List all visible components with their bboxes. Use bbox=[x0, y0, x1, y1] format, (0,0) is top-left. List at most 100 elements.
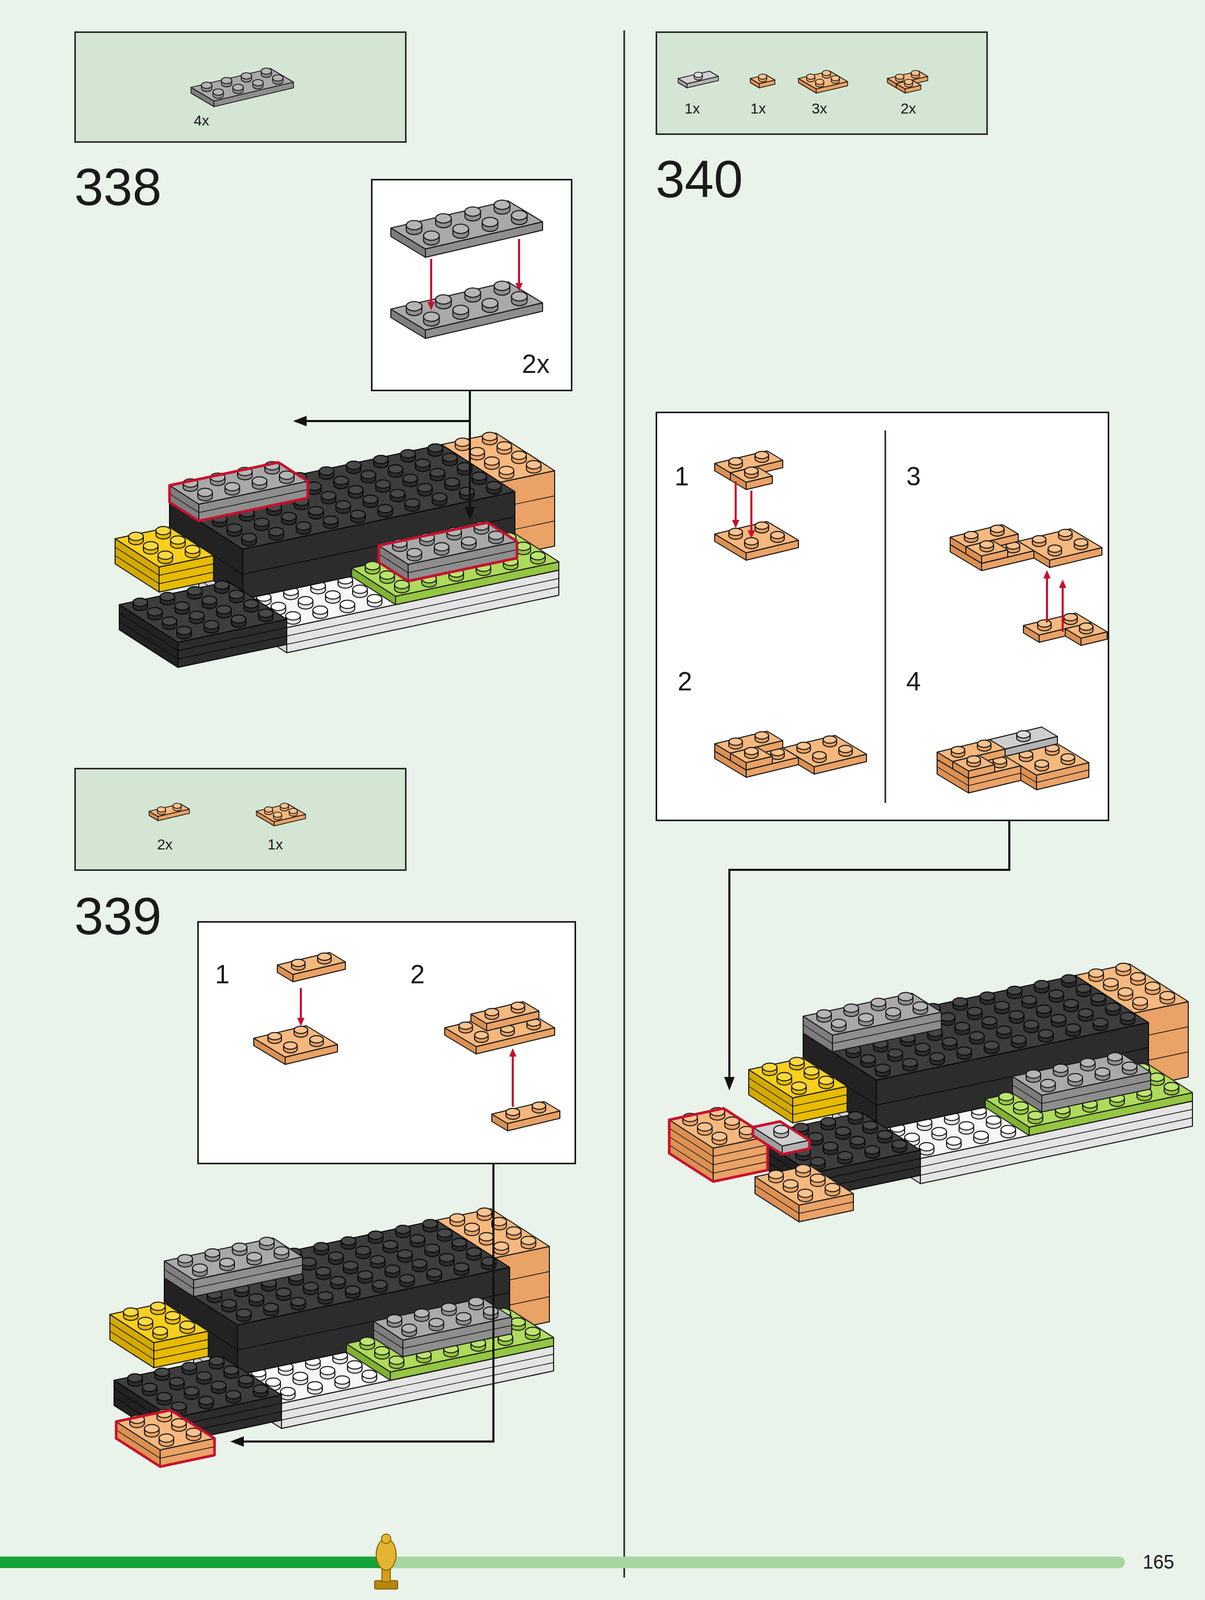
stud-top bbox=[243, 600, 259, 609]
stud-top bbox=[280, 803, 289, 809]
stud-top bbox=[268, 527, 284, 537]
stud-top bbox=[931, 1128, 947, 1137]
stud-top bbox=[511, 1002, 525, 1010]
stud-top bbox=[904, 1133, 920, 1143]
stud-top bbox=[843, 1004, 859, 1013]
stud-top bbox=[241, 533, 257, 543]
stud-top bbox=[1053, 1064, 1068, 1074]
stud-top bbox=[1021, 996, 1037, 1005]
stud-top bbox=[238, 1376, 254, 1385]
stud-top bbox=[469, 447, 485, 457]
stud-top bbox=[276, 1288, 291, 1298]
stud-top bbox=[1093, 1018, 1108, 1028]
stud-top bbox=[158, 551, 173, 560]
stud-top bbox=[407, 548, 422, 558]
stud-top bbox=[511, 451, 527, 460]
stud-top bbox=[204, 621, 219, 630]
brick-top bbox=[149, 804, 190, 817]
highlight-outline bbox=[116, 1410, 215, 1468]
part-illustration bbox=[657, 413, 1111, 824]
stud-top bbox=[511, 291, 528, 302]
stud-top bbox=[430, 468, 445, 478]
stud-top bbox=[823, 736, 837, 744]
stud-top bbox=[309, 1035, 324, 1044]
stud-top bbox=[426, 1269, 442, 1278]
brick-top bbox=[491, 1101, 560, 1124]
stud-top bbox=[977, 740, 991, 748]
stud-top bbox=[303, 1282, 319, 1292]
arrow-head bbox=[509, 1048, 517, 1057]
stud-top bbox=[252, 477, 267, 486]
stud-top bbox=[156, 1393, 172, 1402]
stud-top bbox=[477, 1208, 492, 1218]
stud-top bbox=[1034, 981, 1050, 990]
stud-top bbox=[1076, 984, 1091, 994]
stud-top bbox=[263, 1303, 279, 1313]
stud-top bbox=[465, 288, 481, 298]
stud-top bbox=[465, 207, 481, 217]
stud-top bbox=[789, 1057, 805, 1067]
stud-top bbox=[319, 467, 334, 476]
stud-top bbox=[1122, 1062, 1137, 1072]
stud-top bbox=[1000, 1125, 1016, 1135]
stud-top bbox=[770, 531, 785, 539]
stud-top bbox=[728, 528, 743, 536]
callout-arrow bbox=[1045, 578, 1049, 623]
stud-top bbox=[152, 1327, 168, 1336]
stud-top bbox=[998, 1093, 1014, 1102]
part-illustration bbox=[198, 922, 578, 1167]
arrow-head bbox=[1043, 570, 1051, 579]
stud-top bbox=[1103, 978, 1119, 988]
parts-box: 1x1x3x2x bbox=[655, 31, 988, 135]
stud-top bbox=[138, 1318, 153, 1327]
brick-top bbox=[470, 1001, 539, 1024]
stud-top bbox=[147, 607, 163, 617]
arrow-head bbox=[747, 530, 756, 539]
stud-top bbox=[984, 1041, 999, 1051]
model-assembly bbox=[109, 1208, 554, 1468]
stud-top bbox=[1160, 992, 1175, 1001]
brick-top bbox=[277, 952, 346, 975]
column-divider bbox=[623, 30, 626, 1579]
progress-bar-rest bbox=[381, 1557, 1125, 1569]
stud-top bbox=[154, 1368, 170, 1378]
stud-top bbox=[274, 1247, 289, 1256]
stud-top bbox=[1164, 1083, 1179, 1092]
stud-top bbox=[143, 542, 159, 551]
stud-top bbox=[350, 510, 366, 520]
stud-top bbox=[768, 1170, 784, 1180]
quantity-label: 1x bbox=[750, 100, 767, 118]
part-illustration bbox=[657, 32, 990, 137]
stud-top bbox=[1063, 613, 1078, 622]
stud-top bbox=[511, 210, 528, 221]
stud-top bbox=[318, 1292, 333, 1301]
highlight-outline bbox=[378, 522, 517, 582]
stud-top bbox=[317, 953, 332, 961]
brick-top bbox=[803, 993, 942, 1036]
substep-number: 4 bbox=[906, 667, 921, 697]
stud-top bbox=[170, 536, 186, 545]
part-illustration bbox=[75, 769, 409, 873]
stud-top bbox=[982, 1017, 997, 1026]
stud-top bbox=[157, 807, 166, 813]
stud-top bbox=[343, 1262, 358, 1271]
stud-top bbox=[959, 1122, 974, 1131]
callout-arrow bbox=[306, 420, 470, 423]
quantity-label: 4x bbox=[193, 113, 210, 130]
stud-top bbox=[1038, 1030, 1054, 1039]
stud-top bbox=[347, 1361, 363, 1370]
substep-number: 1 bbox=[215, 960, 230, 990]
stud-top bbox=[818, 1076, 834, 1086]
stud-top bbox=[942, 1038, 957, 1047]
stud-top bbox=[357, 1271, 373, 1280]
quantity-label: 1x bbox=[267, 837, 284, 854]
stud-top bbox=[249, 1294, 264, 1303]
stud-top bbox=[712, 1132, 727, 1142]
stud-top bbox=[1145, 982, 1161, 991]
stud-top bbox=[532, 1102, 546, 1110]
stud-top bbox=[474, 1031, 489, 1040]
stud-top bbox=[804, 1067, 819, 1076]
stud-top bbox=[494, 200, 511, 210]
brick-top bbox=[730, 466, 773, 483]
stud-top bbox=[1026, 1070, 1041, 1079]
